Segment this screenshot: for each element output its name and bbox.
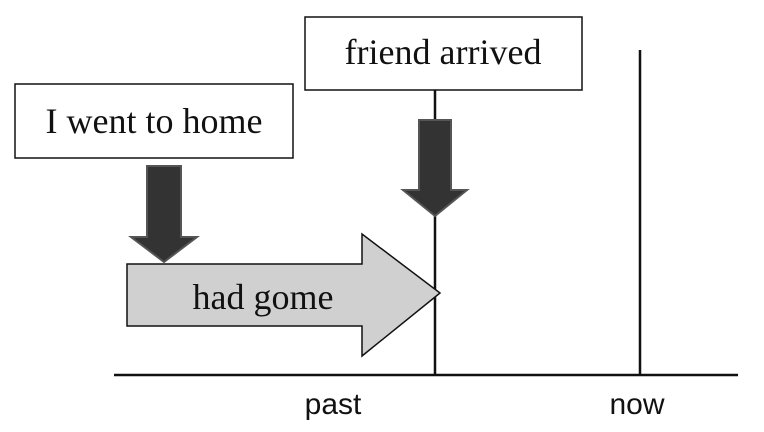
down-arrow-friend-arrived <box>400 119 470 218</box>
axis-label-now: now <box>609 388 664 421</box>
down-arrow-went-home <box>128 165 200 264</box>
event-box-friend-arrived-label: friend arrived <box>345 32 542 72</box>
duration-arrow <box>126 232 442 358</box>
event-box-friend-arrived <box>304 16 583 91</box>
event-box-went-home-label: I went to home <box>46 101 263 141</box>
axis-label-past: past <box>305 388 362 421</box>
event-box-went-home <box>14 83 294 159</box>
duration-arrow-label: had gome <box>193 277 334 317</box>
